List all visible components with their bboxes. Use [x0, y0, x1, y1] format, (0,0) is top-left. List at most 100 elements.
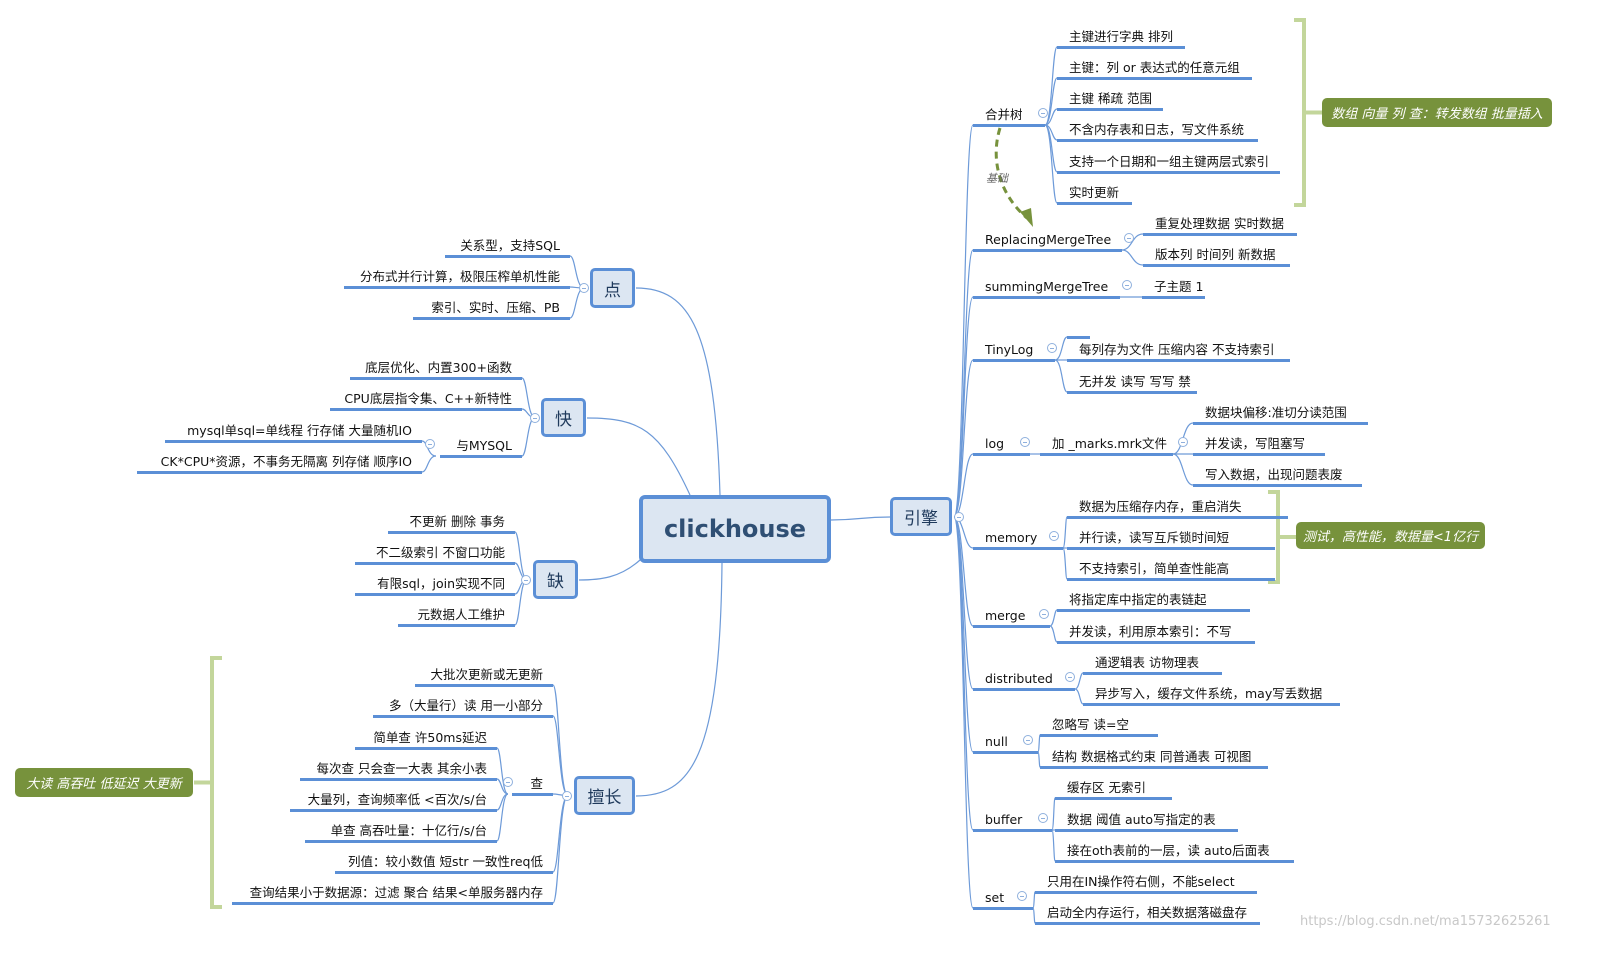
engine-detail[interactable]: 并行读，读写互斥锁时间短 [1067, 528, 1275, 550]
connector-line [514, 578, 528, 626]
collapse-toggle-icon[interactable] [1017, 891, 1027, 901]
engine-detail[interactable]: 主键：列 or 表达式的任意元组 [1057, 58, 1252, 80]
engine-detail[interactable]: 缓存区 无索引 [1055, 778, 1172, 800]
engine-branch[interactable]: null [973, 732, 1038, 754]
engine-detail[interactable]: 主键 稀疏 范围 [1057, 89, 1163, 111]
engine-branch[interactable]: set [973, 888, 1033, 910]
main-topic-1[interactable]: 快 [541, 398, 586, 437]
collapse-toggle-icon[interactable] [1065, 672, 1075, 682]
main-topic-3[interactable]: 擅长 [574, 776, 635, 815]
connector-line [496, 747, 509, 795]
engine-detail[interactable]: 接在oth表前的一层，读 auto后面表 [1055, 841, 1294, 863]
engine-branch[interactable]: memory [973, 528, 1063, 550]
collapse-toggle-icon[interactable] [521, 575, 531, 585]
engine-detail[interactable]: 无并发 读写 写写 禁 [1067, 372, 1197, 394]
engine-branch[interactable]: distributed [973, 669, 1075, 691]
main-topic-engine[interactable]: 引擎 [890, 497, 952, 536]
left-detail[interactable]: mysql单sql=单线程 行存储 大量随机IO [165, 421, 422, 443]
left-detail[interactable]: 分布式并行计算，极限压榨单机性能 [344, 267, 570, 289]
engine-detail[interactable]: 版本列 时间列 新数据 [1143, 245, 1290, 267]
engine-detail[interactable]: 结构 数据格式约束 同普通表 可视图 [1040, 747, 1268, 769]
connector-line [830, 516, 891, 521]
collapse-toggle-icon[interactable] [579, 283, 589, 293]
connector-line [635, 287, 721, 496]
collapse-toggle-icon[interactable] [1122, 280, 1132, 290]
collapse-toggle-icon[interactable] [1020, 437, 1030, 447]
left-detail[interactable]: 底层优化、内置300+函数 [350, 358, 522, 380]
engine-detail[interactable]: 忽略写 读=空 [1040, 715, 1158, 737]
left-subtopic[interactable]: 与MYSQL [440, 436, 522, 458]
connector-line [521, 377, 536, 419]
main-topic-0[interactable]: 点 [590, 268, 635, 308]
engine-detail[interactable]: 异步写入，缓存文件系统，may写丢数据 [1083, 684, 1340, 706]
engine-detail[interactable]: 写入数据，出现问题表废 [1193, 465, 1362, 487]
left-detail[interactable]: 简单查 许50ms延迟 [355, 728, 497, 750]
connector-line [1121, 249, 1144, 266]
collapse-toggle-icon[interactable] [1047, 343, 1057, 353]
engine-branch[interactable]: buffer [973, 810, 1052, 832]
collapse-toggle-icon[interactable] [1049, 531, 1059, 541]
left-detail[interactable]: 不二级索引 不窗口功能 [355, 543, 515, 565]
collapse-toggle-icon[interactable] [530, 413, 540, 423]
engine-detail[interactable]: 支持一个日期和一组主键两层式索引 [1057, 152, 1280, 174]
left-detail[interactable]: 大批次更新或无更新 [415, 665, 553, 687]
left-detail[interactable]: 不更新 删除 事务 [388, 512, 515, 534]
engine-branch[interactable]: log [973, 434, 1030, 456]
engine-branch[interactable]: TinyLog [973, 340, 1055, 362]
left-subtopic[interactable]: 查 [512, 774, 553, 796]
collapse-toggle-icon[interactable] [503, 777, 513, 787]
engine-detail[interactable]: 启动全内存运行，相关数据落磁盘存 [1035, 903, 1260, 925]
engine-branch[interactable]: ReplacingMergeTree [973, 230, 1122, 252]
connector-line [1037, 734, 1041, 753]
engine-detail[interactable]: 并发读，利用原本索引：不写 [1057, 622, 1255, 644]
engine-detail[interactable]: 不含内存表和日志，写文件系统 [1057, 120, 1258, 142]
engine-detail[interactable]: 只用在IN操作符右侧，不能select [1035, 872, 1257, 894]
collapse-toggle-icon[interactable] [1039, 609, 1049, 619]
engine-detail[interactable]: 实时更新 [1057, 183, 1132, 205]
main-topic-2[interactable]: 缺 [533, 560, 578, 599]
left-detail[interactable]: 有限sql，join实现不同 [355, 574, 515, 596]
engine-detail[interactable]: 主键进行字典 排列 [1057, 27, 1185, 49]
engine-branch[interactable]: summingMergeTree [973, 277, 1120, 299]
engine-detail[interactable]: 将指定库中指定的表链起 [1057, 590, 1250, 612]
left-detail[interactable]: 关系型，支持SQL [445, 236, 570, 258]
engine-detail[interactable]: 子主题 1 [1142, 277, 1205, 299]
engine-detail[interactable]: 不支持索引，简单查性能高 [1067, 559, 1275, 581]
engine-detail[interactable]: 数据块偏移:准切分读范围 [1193, 403, 1368, 425]
engine-detail[interactable]: 数据 阈值 auto写指定的表 [1055, 810, 1238, 832]
engine-detail[interactable]: 每列存为文件 压缩内容 不支持索引 [1067, 340, 1290, 362]
left-detail[interactable]: 单查 高吞吐量：十亿行/s/台 [305, 821, 497, 843]
collapse-toggle-icon[interactable] [954, 512, 964, 522]
connector-line [1044, 108, 1058, 126]
log-subtopic[interactable]: 加 _marks.mrk文件 [1040, 434, 1173, 456]
summary-callout-merge-tree: 数组 向量 列 查：转发数组 批量插入 [1322, 98, 1552, 127]
connector-line [1051, 829, 1056, 862]
left-detail[interactable]: 大量列，查询频率低 <百次/s/台 [290, 790, 497, 812]
left-detail[interactable]: 元数据人工维护 [398, 605, 515, 627]
left-detail[interactable]: 每次查 只会查一大表 其余小表 [300, 759, 497, 781]
collapse-toggle-icon[interactable] [1124, 233, 1134, 243]
engine-detail[interactable]: 数据为压缩存内存，重启消失 [1067, 497, 1288, 519]
left-detail[interactable]: 列值：较小数值 短str 一致性req低 [335, 852, 553, 874]
left-detail[interactable]: 索引、实时、压缩、PB [413, 298, 570, 320]
left-detail[interactable]: CK*CPU*资源，不事务无隔离 列存储 顺序IO [137, 452, 422, 474]
engine-branch[interactable]: merge [973, 606, 1050, 628]
central-topic[interactable]: clickhouse [639, 495, 831, 563]
collapse-toggle-icon[interactable] [425, 439, 435, 449]
engine-detail[interactable]: 通逻辑表 访物理表 [1083, 653, 1222, 675]
collapse-toggle-icon[interactable] [1038, 108, 1048, 118]
engine-detail[interactable]: 并发读，写阻塞写 [1193, 434, 1325, 456]
engine-detail[interactable] [1067, 317, 1090, 339]
engine-branch[interactable]: 合并树 [973, 105, 1045, 127]
left-detail[interactable]: 多（大量行）读 用一小部分 [373, 696, 553, 718]
collapse-toggle-icon[interactable] [1023, 735, 1033, 745]
summary-callout-memory: 测试，高性能，数据量<1亿行 [1296, 522, 1485, 549]
collapse-toggle-icon[interactable] [1178, 437, 1188, 447]
left-detail[interactable]: CPU底层指令集、C++新特性 [330, 389, 522, 411]
arrowhead-icon [1020, 208, 1033, 227]
collapse-toggle-icon[interactable] [1038, 813, 1048, 823]
left-detail[interactable]: 查询结果小于数据源：过滤 聚合 结果<单服务器内存 [232, 883, 553, 905]
collapse-toggle-icon[interactable] [562, 791, 572, 801]
engine-detail[interactable]: 重复处理数据 实时数据 [1143, 214, 1297, 236]
summary-callout-strengths: 大读 高吞吐 低延迟 大更新 [15, 768, 193, 797]
